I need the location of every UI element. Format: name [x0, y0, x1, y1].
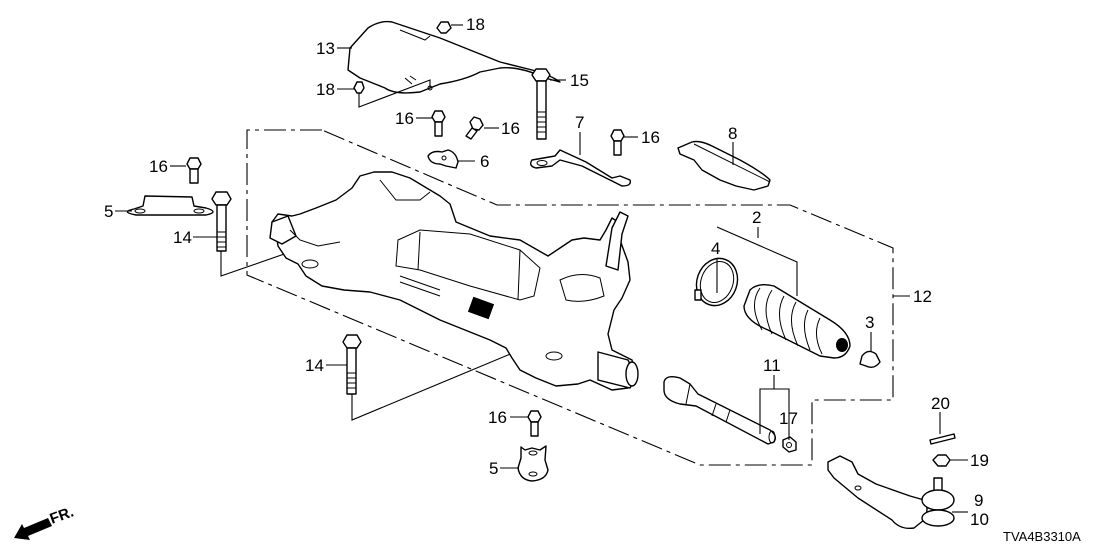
steering-gearbox-part	[269, 171, 639, 391]
clip-part	[353, 79, 431, 108]
callout-16: 16	[488, 408, 507, 427]
callout-16: 16	[149, 157, 168, 176]
callout-16: 16	[395, 109, 414, 128]
mounting-bolt-part	[342, 334, 521, 421]
lock-nut-part	[782, 436, 797, 453]
callout-13: 13	[316, 39, 335, 58]
callout-12: 12	[913, 287, 932, 306]
callout-19: 19	[970, 451, 989, 470]
callout-6: 6	[480, 152, 489, 171]
callout-15: 15	[570, 71, 589, 90]
flange-bolt-part	[527, 410, 542, 437]
callout-2: 2	[752, 208, 761, 227]
front-label: FR.	[48, 504, 77, 528]
tie-rod-part	[663, 375, 777, 445]
leader-lines	[115, 24, 968, 513]
callout-11: 11	[763, 356, 781, 375]
boot-part	[743, 283, 851, 359]
clip-part	[436, 21, 452, 34]
callout-18: 18	[466, 15, 485, 34]
callout-7: 7	[575, 113, 584, 132]
flange-bolt-part	[610, 129, 625, 156]
callout-10: 10	[970, 510, 989, 529]
assembly-group-outline	[246, 129, 894, 466]
tie-rod-end-part	[827, 455, 955, 530]
front-arrow-icon	[14, 518, 52, 540]
callout-5: 5	[489, 459, 498, 478]
flange-bolt-part	[186, 157, 202, 184]
callout-16: 16	[641, 128, 660, 147]
callout-4: 4	[711, 239, 720, 258]
cotter-pin-part	[929, 433, 956, 445]
callout-9: 9	[974, 491, 983, 510]
heat-shield-part	[347, 20, 561, 94]
bracket-part	[529, 149, 632, 187]
mounting-bolt-part	[211, 191, 291, 277]
diagram-code: TVA4B3310A	[1003, 529, 1081, 544]
callout-14: 14	[173, 228, 192, 247]
callout-18: 18	[316, 80, 335, 99]
castle-nut-part	[932, 454, 951, 467]
flange-bolt-part	[465, 116, 484, 140]
boot-clip-part	[859, 350, 881, 369]
callout-8: 8	[728, 124, 737, 143]
front-direction-indicator: FR.	[14, 504, 76, 540]
callout-20: 20	[931, 394, 950, 413]
cover-part	[677, 140, 771, 191]
callout-5: 5	[104, 202, 113, 221]
flange-bolt-part	[431, 110, 446, 137]
mounting-bracket-part	[126, 195, 214, 216]
clamp-part	[427, 149, 459, 169]
callout-3: 3	[865, 313, 874, 332]
callout-14: 14	[305, 356, 324, 375]
callout-16: 16	[501, 119, 520, 138]
bolt-part	[531, 68, 551, 140]
mounting-bracket-part	[517, 445, 549, 482]
callout-17: 17	[779, 409, 798, 428]
